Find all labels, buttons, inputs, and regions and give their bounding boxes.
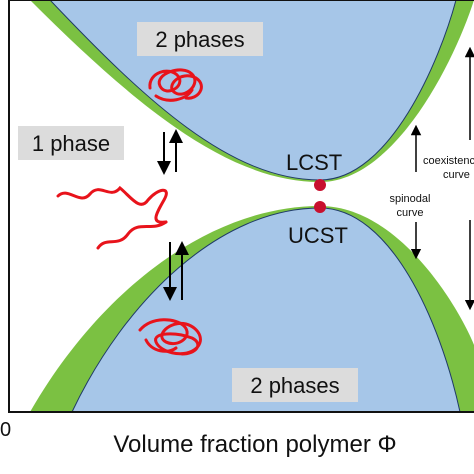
up-down-arrow-icon xyxy=(163,241,189,301)
coiled-chain-icon xyxy=(148,68,203,102)
coiled-chain-icon xyxy=(138,318,202,356)
lcst-point xyxy=(314,179,326,191)
region-label-bottom: 2 phases xyxy=(232,368,358,402)
expanded-chain-icon xyxy=(56,185,168,250)
coexistence-label-2: curve xyxy=(443,169,470,181)
region-label-left: 1 phase xyxy=(18,126,124,160)
x-axis-title: Volume fraction polymer Φ xyxy=(113,431,396,458)
region-label-top: 2 phases xyxy=(137,22,263,56)
spinodal-label-1: spinodal xyxy=(390,193,431,205)
coexistence-label-1: coexistence xyxy=(423,155,474,167)
region-bottom-text: 2 phases xyxy=(250,373,339,398)
region-left-text: 1 phase xyxy=(32,131,110,156)
x-axis-origin-tick: 0 xyxy=(0,419,11,441)
ucst-label: UCST xyxy=(288,223,348,248)
region-top-text: 2 phases xyxy=(155,27,244,52)
lcst-label: LCST xyxy=(286,150,342,175)
spinodal-label-2: curve xyxy=(397,207,424,219)
up-down-arrow-icon xyxy=(157,129,183,175)
plot-frame xyxy=(8,0,474,413)
ucst-point xyxy=(314,201,326,213)
